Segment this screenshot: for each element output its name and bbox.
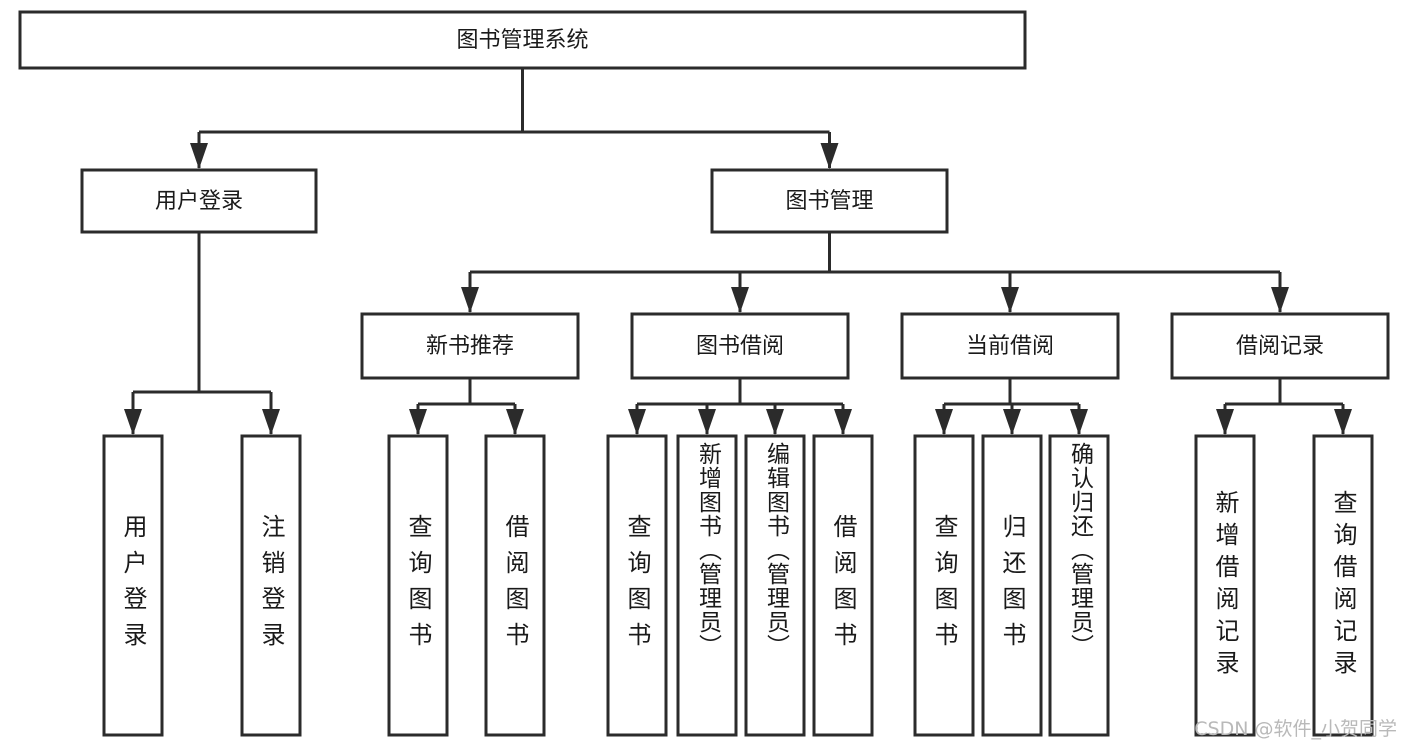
node-label-current-borrow: 当前借阅	[966, 334, 1054, 359]
arrow-head-icon	[834, 409, 852, 435]
leaf-leaf-confirm-return[interactable]	[1048, 434, 1110, 737]
node-label-new-book-rec: 新书推荐	[426, 334, 514, 359]
node-label-user-login: 用户登录	[155, 189, 243, 214]
arrow-head-icon	[190, 143, 208, 169]
node-book-borrow[interactable]	[630, 312, 850, 380]
leaf-leaf-return-book[interactable]	[981, 434, 1043, 737]
node-label-book-borrow: 图书借阅	[696, 334, 784, 359]
arrow-head-icon	[731, 287, 749, 313]
nodes-layer	[18, 10, 1390, 737]
node-user-login[interactable]	[80, 168, 318, 234]
arrow-head-icon	[409, 409, 427, 435]
arrow-head-icon	[124, 409, 142, 435]
arrow-head-icon	[461, 287, 479, 313]
node-label-borrow-record: 借阅记录	[1236, 334, 1324, 359]
arrow-head-icon	[1334, 409, 1352, 435]
arrow-head-icon	[628, 409, 646, 435]
node-label-book-manage: 图书管理	[785, 189, 873, 214]
node-book-manage[interactable]	[710, 168, 949, 234]
leaf-leaf-borrow-book-2[interactable]	[812, 434, 874, 737]
node-label-root: 图书管理系统	[456, 28, 588, 53]
connectors-layer	[124, 68, 1352, 435]
arrow-head-icon	[1070, 409, 1088, 435]
node-borrow-record[interactable]	[1170, 312, 1390, 380]
leaf-leaf-query-book-1[interactable]	[387, 434, 449, 737]
arrow-head-icon	[262, 409, 280, 435]
leaf-leaf-add-record[interactable]	[1194, 434, 1256, 737]
leaf-leaf-edit-book[interactable]	[744, 434, 806, 737]
leaf-leaf-query-book-2[interactable]	[606, 434, 668, 737]
arrow-head-icon	[820, 143, 839, 169]
csdn-watermark: CSDN @软件_小贺同学	[1194, 718, 1397, 740]
leaf-leaf-borrow-book-1[interactable]	[484, 434, 546, 737]
arrow-head-icon	[1001, 287, 1019, 313]
arrow-head-icon	[698, 409, 716, 435]
arrow-head-icon	[1271, 287, 1289, 313]
arrow-head-icon	[506, 409, 524, 435]
leaf-leaf-query-book-3[interactable]	[913, 434, 975, 737]
leaf-leaf-query-record[interactable]	[1312, 434, 1374, 737]
node-new-book-rec[interactable]	[360, 312, 580, 380]
arrow-head-icon	[766, 409, 784, 435]
leaf-leaf-user-login[interactable]	[102, 434, 164, 737]
leaf-leaf-user-logout[interactable]	[240, 434, 302, 737]
node-current-borrow[interactable]	[900, 312, 1120, 380]
arrow-head-icon	[1216, 409, 1234, 435]
leaf-leaf-add-book[interactable]	[676, 434, 738, 737]
arrow-head-icon	[1003, 409, 1021, 435]
node-root-root[interactable]	[18, 10, 1027, 70]
arrow-head-icon	[935, 409, 953, 435]
